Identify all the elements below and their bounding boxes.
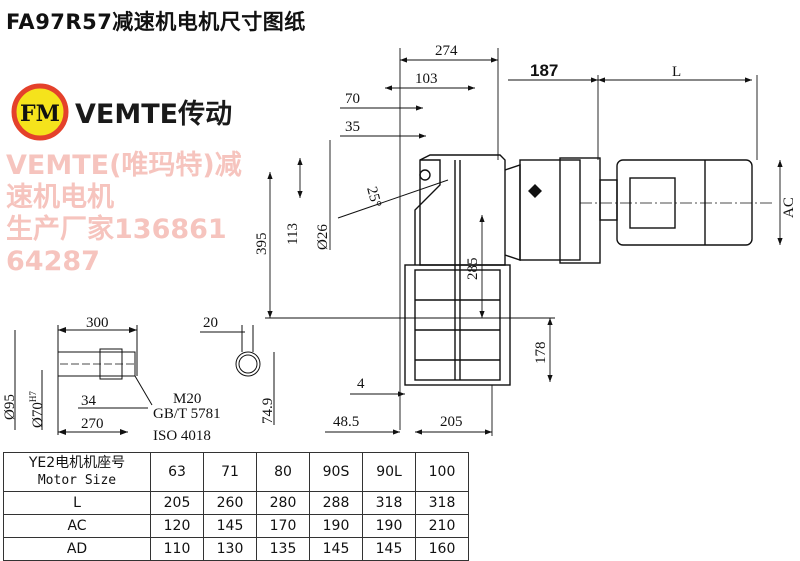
header-label-cn: YE2电机机座号 bbox=[28, 455, 126, 471]
main-dimension-labels: 274 103 70 35 187 L AC 395 113 Ø26 25° 2… bbox=[254, 43, 797, 430]
table-cell: 145 bbox=[203, 514, 257, 538]
dim-205: 205 bbox=[440, 414, 463, 430]
dim-35: 35 bbox=[345, 119, 360, 135]
row-label: L bbox=[3, 491, 151, 515]
header-label: YE2电机机座号 Motor Size bbox=[3, 452, 151, 492]
dimension-lines bbox=[265, 48, 783, 436]
bolt-spec-m20: M20 bbox=[173, 391, 201, 407]
dim-48-5: 48.5 bbox=[333, 414, 359, 430]
table-cell: 190 bbox=[309, 514, 363, 538]
dim-4: 4 bbox=[357, 376, 365, 392]
dim-270: 270 bbox=[81, 416, 104, 432]
dim-285: 285 bbox=[465, 258, 481, 281]
table-cell: 160 bbox=[415, 537, 469, 561]
dim-113: 113 bbox=[285, 223, 301, 245]
bolt-spec-gb: GB/T 5781 bbox=[153, 406, 221, 422]
brand-name: VEMTE传动 bbox=[75, 99, 233, 130]
table-row: AD 110 130 135 145 145 160 bbox=[3, 537, 469, 561]
table-cell: 135 bbox=[256, 537, 310, 561]
watermark-line1: VEMTE(唯玛特)减速机电机 bbox=[6, 150, 242, 213]
dim-diameter-70: Ø70H7 bbox=[28, 391, 46, 428]
dim-diameter-26: Ø26 bbox=[315, 224, 331, 250]
table-cell: 288 bbox=[309, 491, 363, 515]
page-title: FA97R57减速机电机尺寸图纸 bbox=[6, 10, 306, 34]
table-cell: 190 bbox=[362, 514, 416, 538]
dim-103: 103 bbox=[415, 71, 438, 87]
dim-178: 178 bbox=[533, 342, 549, 365]
table-row: L 205 260 280 288 318 318 bbox=[3, 491, 469, 515]
dim-300: 300 bbox=[86, 315, 109, 331]
table-cell: 100 bbox=[415, 452, 469, 492]
dim-187: 187 bbox=[530, 61, 558, 80]
table-cell: 145 bbox=[362, 537, 416, 561]
dim-274: 274 bbox=[435, 43, 458, 59]
table-cell: 210 bbox=[415, 514, 469, 538]
shaft-dimension-labels: 300 Ø95 Ø70H7 34 270 M20 GB/T 5781 ISO 4… bbox=[2, 315, 276, 444]
dim-70: 70 bbox=[345, 91, 360, 107]
dim-angle-25: 25° bbox=[363, 185, 384, 209]
dim-34: 34 bbox=[81, 393, 97, 409]
bolt-spec-iso: ISO 4018 bbox=[153, 428, 211, 444]
table-cell: 318 bbox=[362, 491, 416, 515]
table-cell: 71 bbox=[203, 452, 257, 492]
row-label: AC bbox=[3, 514, 151, 538]
table-cell: 63 bbox=[150, 452, 204, 492]
dim-20: 20 bbox=[203, 315, 218, 331]
watermark-line2: 生产厂家13686164287 bbox=[6, 214, 227, 277]
table-cell: 260 bbox=[203, 491, 257, 515]
table-cell: 90S bbox=[309, 452, 363, 492]
dim-diameter-95: Ø95 bbox=[2, 394, 18, 420]
dim-AC: AC bbox=[781, 197, 797, 218]
table-cell: 80 bbox=[256, 452, 310, 492]
table-row: AC 120 145 170 190 190 210 bbox=[3, 514, 469, 538]
table-cell: 110 bbox=[150, 537, 204, 561]
dim-74-9: 74.9 bbox=[260, 398, 276, 424]
dim-395: 395 bbox=[254, 233, 270, 256]
table-cell: 145 bbox=[309, 537, 363, 561]
table-cell: 205 bbox=[150, 491, 204, 515]
table-cell: 130 bbox=[203, 537, 257, 561]
row-label: AD bbox=[3, 537, 151, 561]
gearbox-drawing bbox=[337, 154, 775, 386]
watermark: VEMTE(唯玛特)减速机电机 生产厂家13686164287 bbox=[6, 150, 244, 278]
table-cell: 170 bbox=[256, 514, 310, 538]
table-cell: 318 bbox=[415, 491, 469, 515]
table-cell: 120 bbox=[150, 514, 204, 538]
dim-L: L bbox=[672, 64, 681, 80]
table-cell: 280 bbox=[256, 491, 310, 515]
table-header-row: YE2电机机座号 Motor Size 63 71 80 90S 90L 100 bbox=[3, 452, 469, 492]
header-label-en: Motor Size bbox=[37, 473, 117, 488]
brand-logo: FM bbox=[11, 83, 69, 141]
hollow-shaft-drawing bbox=[14, 325, 275, 435]
svg-text:FM: FM bbox=[20, 101, 60, 127]
table-cell: 90L bbox=[362, 452, 416, 492]
